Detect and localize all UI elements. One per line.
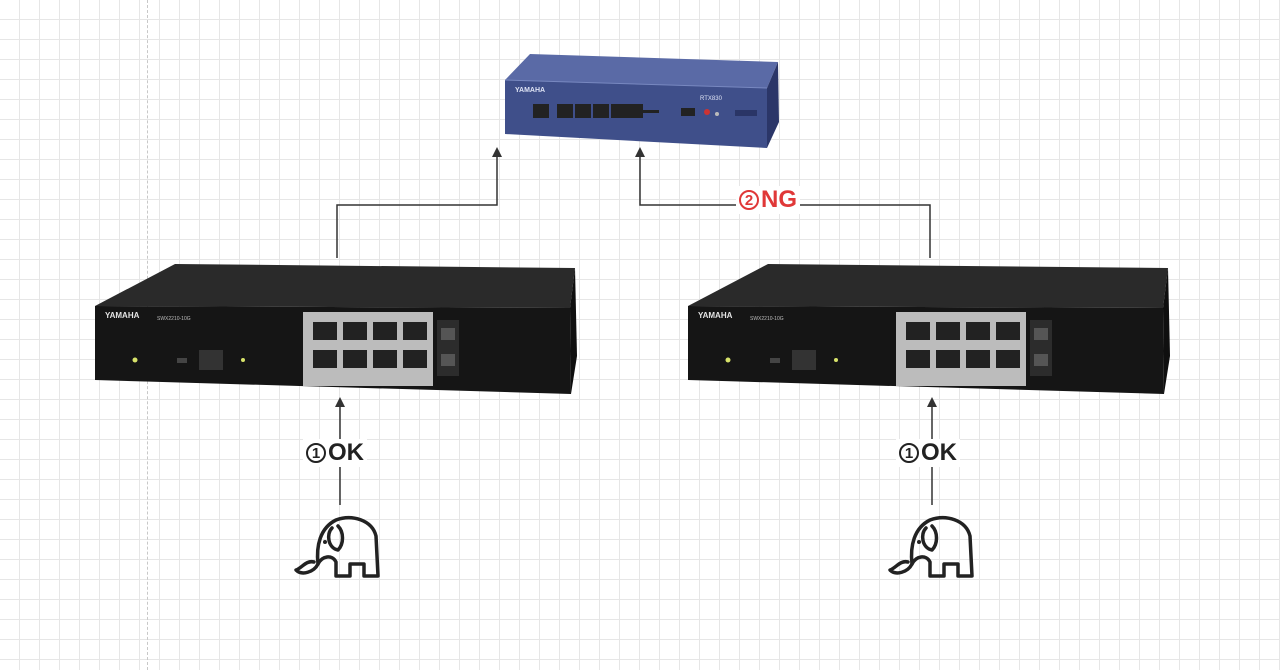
label-ng: 2 NG — [736, 186, 800, 214]
router-model: RTX830 — [700, 96, 723, 102]
label-right-ok-number: 1 — [899, 443, 919, 463]
right-switch-model: SWX2210-10G — [750, 316, 784, 322]
elephant-icon — [888, 515, 974, 578]
right-switch-device: YAMAHA SWX2210-10G — [688, 264, 1170, 394]
label-right-ok-text: OK — [921, 439, 957, 466]
right-switch-brand: YAMAHA — [698, 311, 733, 320]
label-left-ok-number: 1 — [306, 443, 326, 463]
router-brand: YAMAHA — [515, 87, 545, 94]
left-switch-device: YAMAHA SWX2210-10G — [95, 264, 577, 394]
label-left-ok-text: OK — [328, 439, 364, 466]
link-left-switch-to-router — [336, 147, 502, 258]
label-left-ok: 1 OK — [303, 439, 367, 467]
left-switch-model: SWX2210-10G — [157, 316, 191, 322]
elephant-icon — [294, 515, 380, 578]
label-ng-number: 2 — [739, 190, 759, 210]
label-right-ok: 1 OK — [896, 439, 960, 467]
left-switch-brand: YAMAHA — [105, 311, 140, 320]
router-device: YAMAHA RTX830 — [504, 54, 779, 148]
label-ng-text: NG — [761, 186, 797, 213]
